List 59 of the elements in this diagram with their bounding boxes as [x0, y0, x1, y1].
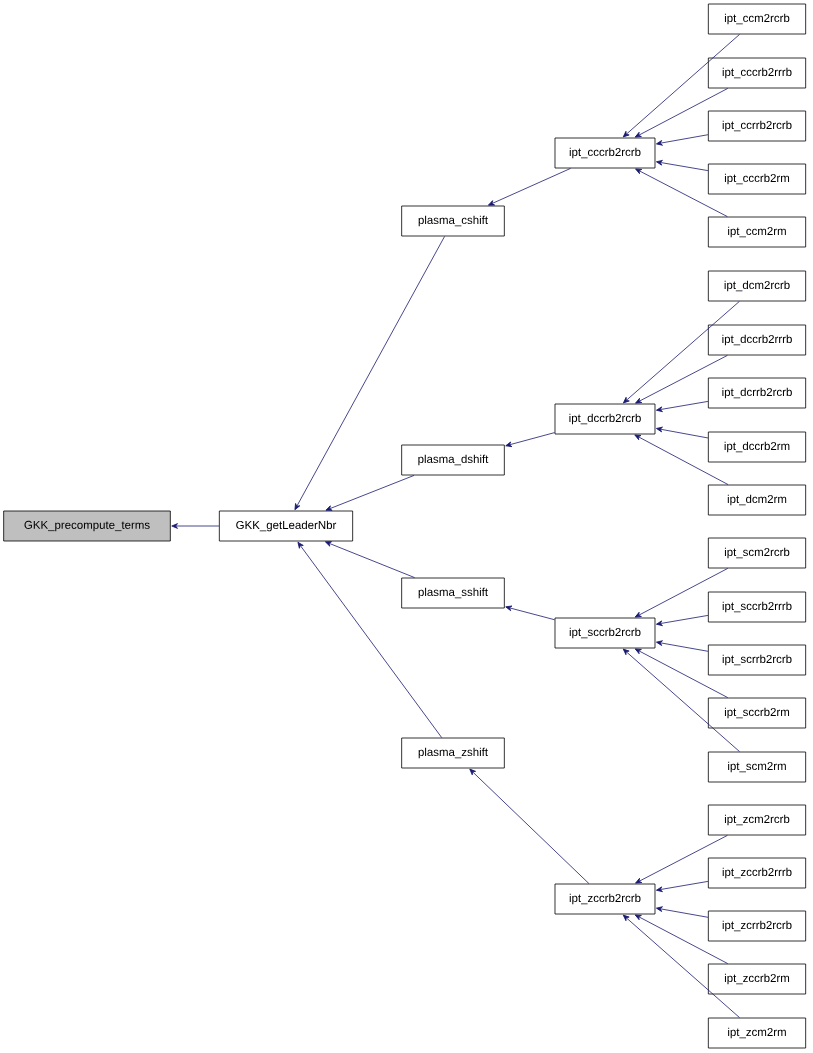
- function-box: ipt_zcm2rcrb: [707, 804, 807, 836]
- function-box: ipt_cccrb2rrrb: [707, 57, 807, 89]
- function-box: ipt_dcrrb2rcrb: [707, 377, 807, 409]
- function-box: GKK_precompute_terms: [3, 510, 171, 542]
- function-box: ipt_cccrb2rm: [707, 163, 807, 195]
- arrow: [634, 88, 729, 138]
- function-box: ipt_dccrb2rm: [707, 431, 807, 463]
- arrow: [324, 541, 415, 578]
- arrow: [656, 615, 709, 627]
- function-box: ipt_scm2rm: [707, 751, 807, 783]
- function-box: ipt_ccm2rm: [707, 216, 807, 248]
- function-box: ipt_sccrb2rcrb: [554, 617, 656, 649]
- arrow: [635, 835, 728, 884]
- arrow: [622, 34, 740, 138]
- arrow: [656, 881, 709, 893]
- function-box: plasma_zshift: [401, 737, 505, 769]
- arrow: [656, 401, 709, 413]
- arrow: [656, 160, 709, 171]
- arrow: [656, 134, 709, 146]
- function-box: ipt_scrrb2rcrb: [707, 644, 807, 676]
- function-box: ipt_cccrb2rcrb: [554, 137, 656, 169]
- arrow: [487, 168, 571, 206]
- function-box: ipt_zccrb2rm: [707, 963, 807, 995]
- function-box: ipt_dccrb2rrrb: [707, 324, 807, 356]
- function-box: ipt_zccrb2rrrb: [707, 857, 807, 889]
- function-box: plasma_sshift: [401, 577, 505, 609]
- function-box: ipt_scm2rcrb: [707, 537, 807, 569]
- arrow: [622, 914, 740, 1018]
- arrow: [505, 432, 555, 448]
- arrow: [656, 640, 709, 652]
- function-box: ipt_ccm2rcrb: [707, 3, 807, 35]
- arrow: [634, 648, 729, 698]
- function-box: plasma_cshift: [401, 205, 505, 237]
- arrow: [656, 426, 709, 439]
- arrow: [623, 301, 740, 404]
- arrow: [469, 768, 590, 884]
- arrow: [294, 236, 445, 511]
- arrow: [325, 475, 415, 511]
- arrow: [634, 568, 729, 618]
- function-box: ipt_dcm2rcrb: [707, 270, 807, 302]
- function-box: ipt_zcm2rm: [707, 1017, 807, 1049]
- function-box: ipt_sccrb2rm: [707, 697, 807, 729]
- function-box: ipt_zccrb2rcrb: [554, 883, 656, 915]
- arrow: [634, 914, 729, 964]
- arrow: [297, 541, 443, 738]
- arrow: [635, 355, 728, 404]
- function-box: ipt_sccrb2rrrb: [707, 591, 807, 623]
- arrow: [634, 434, 729, 485]
- function-box: ipt_zcrrb2rcrb: [707, 910, 807, 942]
- function-box: GKK_getLeaderNbr: [218, 510, 354, 542]
- arrow: [171, 523, 220, 529]
- arrow: [656, 906, 709, 918]
- arrow: [635, 168, 728, 217]
- function-box: ipt_ccrrb2rcrb: [707, 110, 807, 142]
- function-box: plasma_dshift: [401, 444, 505, 476]
- arrow: [505, 605, 555, 621]
- function-box: ipt_dcm2rm: [707, 484, 807, 516]
- arrow: [622, 648, 740, 752]
- function-box: ipt_dccrb2rcrb: [554, 403, 656, 435]
